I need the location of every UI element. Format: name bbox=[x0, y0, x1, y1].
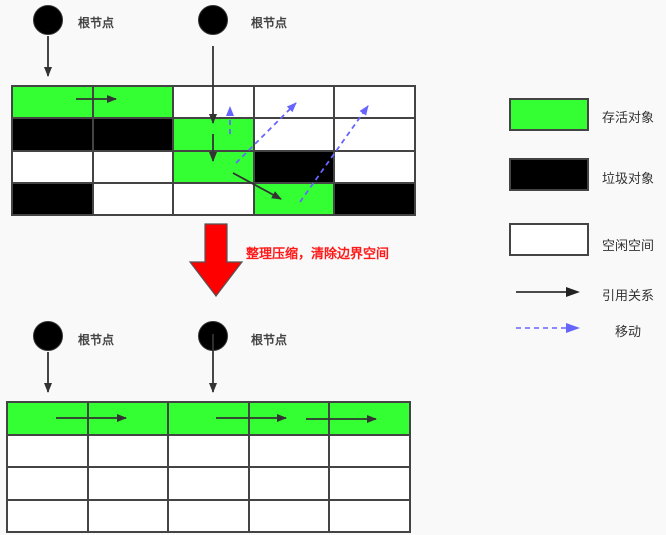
heap-cell-live bbox=[328, 401, 411, 436]
legend-live-swatch bbox=[509, 98, 589, 131]
compaction-caption: 整理压缩，清除边界空间 bbox=[246, 247, 390, 262]
legend-reference-label: 引用关系 bbox=[602, 289, 655, 304]
heap-cell-live bbox=[247, 401, 331, 436]
heap-cell-free bbox=[6, 498, 89, 533]
heap-cell-free bbox=[328, 498, 411, 533]
heap-cell-free bbox=[86, 466, 170, 501]
root-node-4 bbox=[198, 321, 228, 351]
root-node-1-label: 根节点 bbox=[78, 16, 115, 30]
heap-cell-free bbox=[91, 149, 175, 184]
heap-cell-free bbox=[167, 433, 250, 468]
legend-free-label: 空闲空间 bbox=[602, 239, 655, 254]
heap-cell-live bbox=[167, 401, 250, 436]
heap-cell-free bbox=[328, 433, 411, 468]
heap-cell-garbage bbox=[91, 117, 175, 152]
heap-cell-live bbox=[6, 401, 89, 436]
compaction-down-arrow-icon bbox=[188, 223, 244, 297]
heap-cell-live bbox=[172, 149, 255, 184]
heap-cell-free bbox=[91, 181, 175, 217]
legend-garbage-swatch bbox=[509, 158, 589, 191]
heap-cell-free bbox=[252, 117, 336, 152]
heap-cell-free bbox=[11, 149, 94, 184]
heap-cell-garbage bbox=[333, 181, 416, 217]
heap-cell-free bbox=[333, 149, 416, 184]
heap-cell-free bbox=[86, 498, 170, 533]
legend-reference-arrow-icon bbox=[516, 287, 580, 297]
heap-cell-free bbox=[167, 498, 250, 533]
heap-after-grid bbox=[6, 401, 411, 533]
heap-cell-free bbox=[6, 466, 89, 501]
grid-row bbox=[6, 433, 411, 468]
root-node-3-label: 根节点 bbox=[78, 333, 115, 347]
heap-cell-free bbox=[167, 466, 250, 501]
heap-cell-free bbox=[86, 433, 170, 468]
heap-cell-free bbox=[6, 433, 89, 468]
legend-free-swatch bbox=[509, 223, 589, 256]
legend-garbage-label: 垃圾对象 bbox=[602, 172, 655, 187]
grid-row bbox=[6, 466, 411, 501]
heap-cell-free bbox=[247, 498, 331, 533]
legend-live-label: 存活对象 bbox=[602, 111, 655, 126]
heap-cell-free bbox=[247, 466, 331, 501]
root-node-2-label: 根节点 bbox=[251, 16, 288, 30]
heap-cell-live bbox=[252, 181, 336, 217]
grid-row bbox=[6, 498, 411, 533]
root-node-4-label: 根节点 bbox=[251, 333, 288, 347]
root-node-1 bbox=[33, 5, 63, 35]
heap-cell-free bbox=[172, 181, 255, 217]
legend-move-arrow-icon bbox=[516, 323, 580, 333]
heap-cell-free bbox=[252, 84, 336, 120]
grid-row bbox=[11, 149, 416, 184]
heap-cell-free bbox=[328, 466, 411, 501]
heap-cell-garbage bbox=[11, 117, 94, 152]
root-node-2 bbox=[198, 5, 228, 35]
heap-before-grid bbox=[11, 84, 416, 217]
heap-cell-live bbox=[86, 401, 170, 436]
root-node-3 bbox=[33, 321, 63, 351]
heap-cell-garbage bbox=[11, 181, 94, 217]
heap-cell-garbage bbox=[252, 149, 336, 184]
legend-move-label: 移动 bbox=[615, 325, 642, 340]
grid-row bbox=[11, 84, 416, 120]
grid-row bbox=[11, 181, 416, 217]
grid-row bbox=[6, 401, 411, 436]
heap-cell-free bbox=[247, 433, 331, 468]
heap-cell-free bbox=[333, 84, 416, 120]
heap-cell-live bbox=[172, 117, 255, 152]
heap-cell-free bbox=[333, 117, 416, 152]
grid-row bbox=[11, 117, 416, 152]
heap-cell-live bbox=[91, 84, 175, 120]
heap-cell-free bbox=[172, 84, 255, 120]
heap-cell-live bbox=[11, 84, 94, 120]
